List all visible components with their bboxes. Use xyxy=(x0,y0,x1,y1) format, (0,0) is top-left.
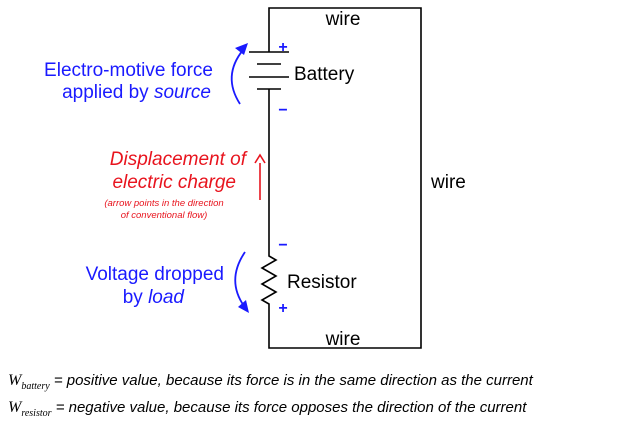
wire-bottom-label: wire xyxy=(325,329,361,350)
current-arrow-up-icon xyxy=(254,153,266,164)
voltage-label-line2: by load xyxy=(123,287,186,308)
battery-symbol xyxy=(249,51,289,98)
emf-arrowhead-icon xyxy=(235,43,248,55)
displacement-label-line1: Displacement of xyxy=(110,149,248,170)
emf-label-line1: Electro-motive force xyxy=(44,60,213,81)
battery-label: Battery xyxy=(294,64,355,85)
resistor-label: Resistor xyxy=(287,272,357,293)
wire-top-label: wire xyxy=(325,9,361,30)
battery-minus-sign: − xyxy=(278,102,287,119)
battery-plus-sign: + xyxy=(278,39,287,56)
resistor-plus-sign: + xyxy=(278,300,287,317)
emf-curved-arrow-icon xyxy=(230,49,244,105)
emf-label-line2: applied by source xyxy=(62,82,211,103)
circuit-wires xyxy=(268,7,422,349)
wire-right-label: wire xyxy=(430,172,466,193)
resistor-symbol xyxy=(260,252,278,316)
voltage-label-line1: Voltage dropped xyxy=(86,264,224,285)
equation-resistor: Wresistor = negative value, because its … xyxy=(8,399,527,419)
displacement-label-line2: electric charge xyxy=(112,172,236,193)
voltage-curved-arrow-icon xyxy=(234,251,246,307)
voltage-arrowhead-icon xyxy=(238,300,249,313)
arrow-note-line1: (arrow points in the direction xyxy=(104,198,223,209)
equation-battery: Wbattery = positive value, because its f… xyxy=(8,372,534,392)
resistor-minus-sign: − xyxy=(278,237,287,254)
arrow-note-line2: of conventional flow) xyxy=(121,210,208,221)
wire-right-loop xyxy=(268,7,422,349)
